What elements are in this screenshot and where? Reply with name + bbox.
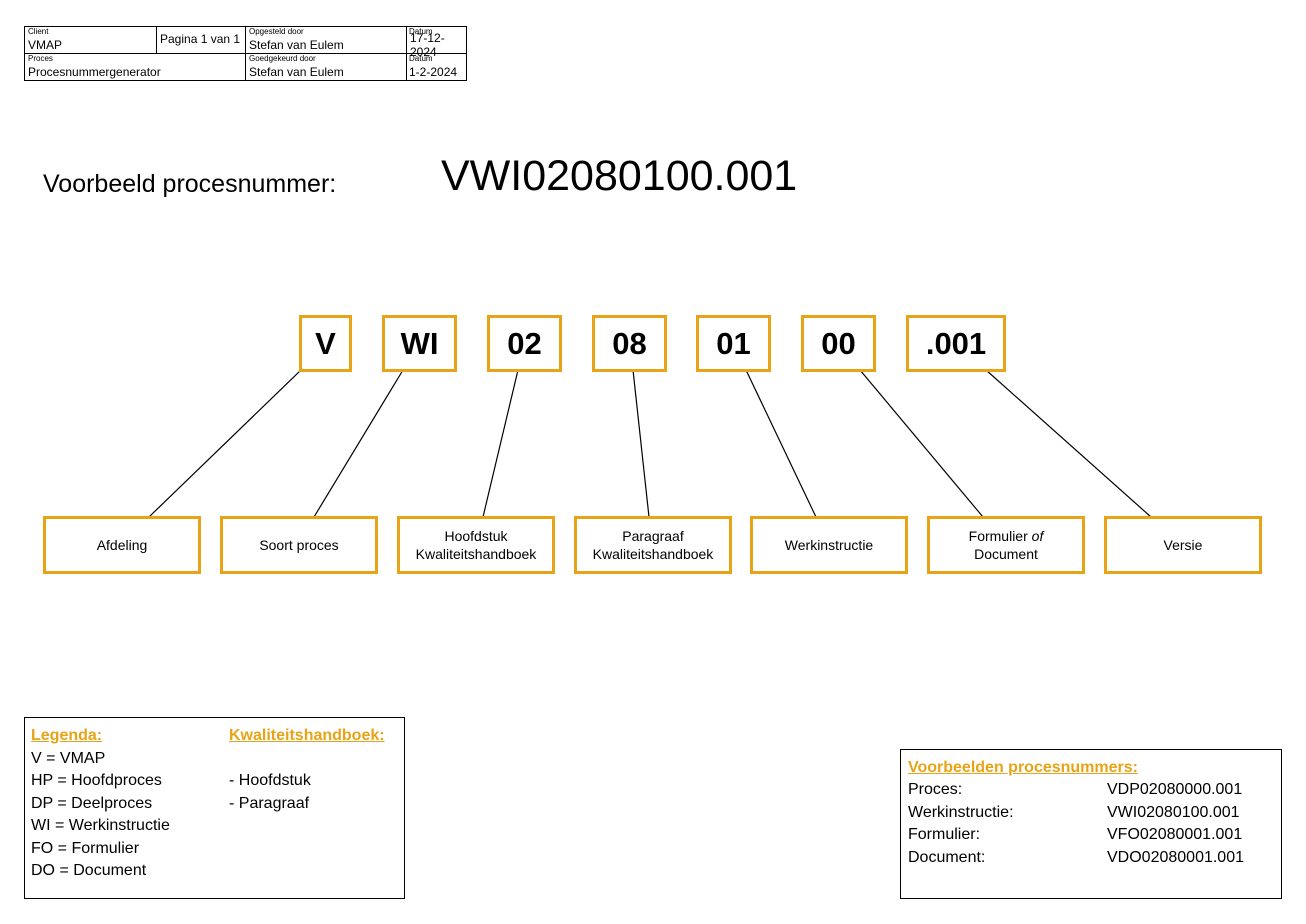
header-divider: [245, 27, 246, 80]
connector-line: [482, 369, 519, 518]
process-label: Proces: [28, 54, 53, 63]
approved-date-label: Datum: [409, 54, 433, 63]
segment-afdeling-code: V: [299, 315, 352, 372]
description-werkinstructie: Werkinstructie: [750, 516, 908, 574]
description-label: Versie: [1163, 537, 1203, 553]
description-versie: Versie: [1104, 516, 1262, 574]
example-code: VDP02080000.001: [1107, 781, 1243, 798]
example-type: Werkinstructie:: [908, 803, 1014, 821]
kwaliteitshandboek-heading: Kwaliteitshandboek:: [229, 727, 385, 744]
client-value: VMAP: [28, 38, 63, 52]
description-label: Paragraaf: [622, 528, 684, 544]
created-date-cell: Datum 17-12-2024: [407, 27, 466, 59]
segment-paragraaf-code: 08: [592, 315, 667, 372]
process-cell: Proces Procesnummergenerator: [25, 54, 245, 80]
created-date-value: 17-12-2024: [410, 31, 445, 59]
created-by-label: Opgesteld door: [249, 27, 304, 36]
segment-werkinstructie-code: 01: [696, 315, 771, 372]
example-numbers-heading: Voorbeelden procesnummers:: [908, 759, 1138, 776]
description-label: Kwaliteitshandboek: [415, 546, 537, 562]
example-process-number: VWI02080100.001: [441, 152, 798, 200]
segment-hoofdstuk-code: 02: [487, 315, 562, 372]
legend-item: V = VMAP: [31, 749, 106, 767]
example-numbers-box: Voorbeelden procesnummers: Proces: VDP02…: [900, 749, 1282, 899]
example-label: Voorbeeld procesnummer:: [43, 170, 337, 198]
kwaliteitshandboek-item: - Paragraaf: [229, 794, 310, 812]
example-code: VWI02080100.001: [1107, 803, 1240, 821]
description-paragraaf: Paragraaf Kwaliteitshandboek: [574, 516, 732, 574]
page-cell: Pagina 1 van 1: [157, 27, 245, 53]
legend-item: WI = Werkinstructie: [31, 817, 170, 834]
example-code: VDO02080001.001: [1107, 848, 1244, 866]
legend-box: Legenda: V = VMAP HP = Hoofdproces DP = …: [24, 717, 405, 899]
page-number: Pagina 1 van 1: [160, 32, 241, 46]
description-label: Formulier: [968, 528, 1028, 544]
example-code: VFO02080001.001: [1107, 826, 1243, 843]
description-label: Kwaliteitshandboek: [592, 546, 714, 562]
description-hoofdstuk: Hoofdstuk Kwaliteitshandboek: [397, 516, 555, 574]
description-label: Document: [974, 546, 1038, 562]
legend-column: Legenda: V = VMAP HP = Hoofdproces DP = …: [31, 725, 170, 883]
connector-line: [632, 369, 650, 518]
example-type: Document:: [908, 848, 986, 866]
connector-line: [313, 369, 404, 518]
approved-by-label: Goedgekeurd door: [249, 54, 316, 63]
kwaliteitshandboek-item: - Hoofdstuk: [229, 772, 311, 789]
process-value: Procesnummergenerator: [28, 65, 161, 79]
segment-formulier-code: 00: [801, 315, 876, 372]
approved-by-value: Stefan van Eulem: [249, 65, 344, 79]
client-cell: Client VMAP: [25, 27, 156, 53]
example-type: Formulier:: [908, 826, 981, 843]
legend-item: HP = Hoofdproces: [31, 772, 162, 789]
legend-heading: Legenda:: [31, 727, 103, 744]
connector-line: [745, 369, 817, 518]
approved-date-cell: Datum 1-2-2024: [407, 54, 466, 80]
header-divider: [156, 27, 157, 53]
description-soort-proces: Soort proces: [220, 516, 378, 574]
example-type: Proces:: [908, 781, 963, 798]
connector-line: [859, 369, 984, 518]
kwaliteitshandboek-column: Kwaliteitshandboek: - Hoofdstuk - Paragr…: [229, 725, 385, 815]
client-label: Client: [28, 27, 49, 36]
description-label: Afdeling: [96, 537, 148, 553]
approved-by-cell: Goedgekeurd door Stefan van Eulem: [246, 54, 406, 80]
created-by-value: Stefan van Eulem: [249, 38, 344, 52]
header-divider: [406, 27, 407, 80]
description-label: Soort proces: [259, 537, 339, 553]
description-label: Hoofdstuk: [444, 528, 508, 544]
segment-soort-proces-code: WI: [382, 315, 457, 372]
created-by-cell: Opgesteld door Stefan van Eulem: [246, 27, 406, 53]
legend-item: FO = Formulier: [31, 839, 140, 857]
description-formulier-document: Formulier of Document: [927, 516, 1085, 574]
segment-versie-code: .001: [906, 315, 1006, 372]
description-label: Werkinstructie: [784, 537, 874, 553]
description-afdeling: Afdeling: [43, 516, 201, 574]
legend-item: DO = Document: [31, 862, 147, 879]
description-label-italic: of: [1031, 528, 1044, 544]
approved-date-value: 1-2-2024: [409, 65, 458, 79]
connector-line: [148, 369, 302, 518]
document-header-table: Client VMAP Pagina 1 van 1 Opgesteld doo…: [24, 26, 467, 81]
legend-item: DP = Deelproces: [31, 794, 153, 812]
created-date-label: Datum: [409, 27, 433, 36]
connector-line: [985, 369, 1152, 518]
